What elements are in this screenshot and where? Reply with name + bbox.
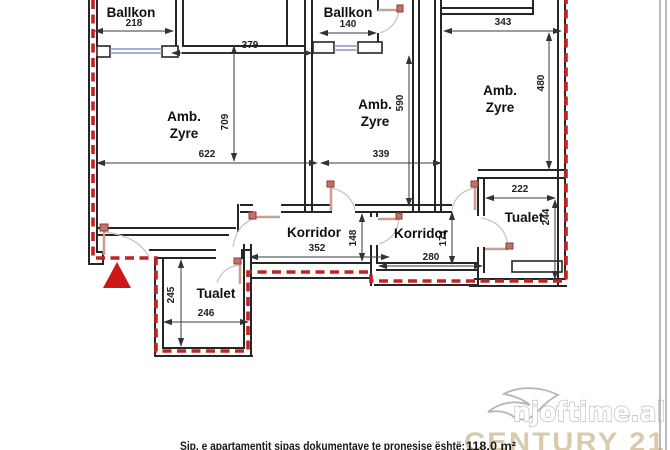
dim-379: 379 bbox=[242, 40, 259, 51]
room-label-ballkon-left: Ballkon bbox=[107, 5, 156, 20]
caption: Sip. e apartamentit sipas dokumentave te… bbox=[180, 439, 516, 450]
dim-339: 339 bbox=[373, 149, 390, 160]
watermark-brand: CENTURY 21 bbox=[464, 427, 666, 450]
door-handle-icon bbox=[505, 242, 514, 250]
window-pier bbox=[96, 45, 111, 58]
windows bbox=[96, 41, 383, 58]
door-handle-icon bbox=[395, 212, 403, 220]
dim-171: 171 bbox=[438, 229, 449, 246]
doors bbox=[99, 4, 514, 284]
room-label-office-left-2: Zyre bbox=[170, 126, 199, 141]
watermark: njoftime.al CENTURY 21 bbox=[464, 387, 666, 450]
dim-352: 352 bbox=[309, 243, 326, 254]
entrance-arrow-icon bbox=[103, 262, 131, 288]
room-label-office-middle-1: Amb. bbox=[358, 97, 392, 112]
swallow-bird-icon bbox=[487, 387, 561, 421]
toilet-fixture bbox=[511, 260, 563, 273]
dim-280: 280 bbox=[423, 252, 440, 263]
door-handle-icon bbox=[396, 4, 404, 13]
caption-label: Sip. e apartamentit sipas dokumentave te… bbox=[180, 439, 465, 450]
room-label-office-middle-2: Zyre bbox=[361, 114, 390, 129]
dim-343: 343 bbox=[495, 17, 512, 28]
room-label-corridor-right: Korridor bbox=[394, 226, 449, 241]
door-handle-icon bbox=[233, 257, 242, 265]
window-pier bbox=[357, 41, 383, 54]
dim-622: 622 bbox=[199, 149, 216, 160]
dim-148: 148 bbox=[348, 229, 359, 246]
door-handle-icon bbox=[248, 211, 257, 220]
dim-246: 246 bbox=[198, 308, 215, 319]
dimensions: 218 379 622 709 140 590 339 343 480 222 … bbox=[94, 17, 562, 347]
dim-244: 244 bbox=[541, 208, 552, 225]
watermark-site: njoftime.al bbox=[513, 397, 665, 428]
room-label-toilet-bottom: Tualet bbox=[197, 286, 236, 301]
dim-222: 222 bbox=[512, 184, 529, 195]
property-boundary-line bbox=[91, 0, 568, 353]
room-label-toilet-right: Tualet bbox=[505, 210, 544, 225]
window-pier bbox=[312, 41, 335, 54]
window-pier bbox=[161, 45, 179, 58]
room-label-office-left-1: Amb. bbox=[167, 109, 201, 124]
door-handle-icon bbox=[470, 180, 479, 188]
door-handle-icon bbox=[99, 223, 109, 232]
door-handle-icon bbox=[326, 180, 335, 188]
page-border bbox=[659, 0, 667, 450]
room-label-ballkon-middle: Ballkon bbox=[324, 5, 373, 20]
dim-480: 480 bbox=[536, 74, 547, 91]
room-label-corridor-left: Korridor bbox=[287, 225, 342, 240]
dim-590: 590 bbox=[395, 94, 406, 111]
dim-245: 245 bbox=[166, 286, 177, 303]
dim-140: 140 bbox=[340, 19, 357, 30]
room-label-office-right-1: Amb. bbox=[483, 83, 517, 98]
caption-area-value: 118.0 m² bbox=[466, 439, 516, 450]
dim-709: 709 bbox=[220, 113, 231, 130]
dim-218: 218 bbox=[126, 18, 143, 29]
room-label-office-right-2: Zyre bbox=[486, 100, 515, 115]
room-labels: Ballkon Ballkon Amb. Zyre Amb. Zyre Amb.… bbox=[107, 5, 544, 301]
